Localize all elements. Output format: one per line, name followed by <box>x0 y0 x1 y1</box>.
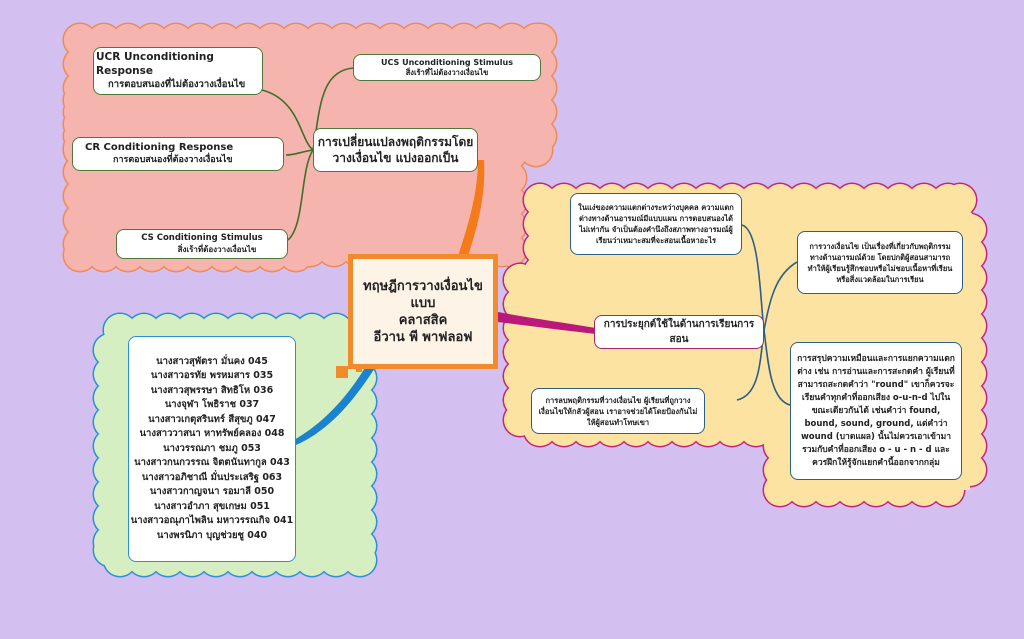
node-text: CS Conditioning Stimulus <box>141 233 263 243</box>
connector-center-to-application <box>498 312 596 334</box>
node-text: การประยุกต์ใช้ในด้านการเรียนการสอน <box>603 319 755 345</box>
node-cr[interactable]: CR Conditioning Response การตอบสนองที่ต้… <box>72 137 284 171</box>
member-name: นางสาวอรทัย พรหมสาร 035 <box>150 370 274 382</box>
node-cs[interactable]: CS Conditioning Stimulus สิ่งเร้าที่ต้อง… <box>116 229 288 259</box>
node-application-extinction[interactable]: การลบพฤติกรรมที่วางเงื่อนไข ผู้เรียนที่ถ… <box>531 388 705 434</box>
central-topic-text: ทฤษฎีการวางเงื่อนไขแบบ <box>363 278 483 311</box>
node-text: สิ่งเร้าที่ไม่ต้องวางเงื่อนไข <box>405 67 489 77</box>
member-name: นางสาวเกตุสรินทร์ สีสุขภู 047 <box>148 413 276 425</box>
node-ucr[interactable]: UCR Unconditioning Response การตอบสนองที… <box>93 47 263 95</box>
central-topic-text: คลาสสิค <box>398 312 448 328</box>
node-members[interactable]: นางสาวสุพัตรา มั่นคง 045 นางสาวอรทัย พรหม… <box>128 336 296 562</box>
node-application-individual[interactable]: ในแง่ของความแตกต่างระหว่างบุคคล ความแตกต… <box>570 193 742 255</box>
node-text: การเปลี่ยนแปลงพฤติกรรมโดย <box>317 135 474 149</box>
node-text: การตอบสนองที่ต้องวางเงื่อนไข <box>113 155 233 165</box>
member-name: นางสาวอภิชาณี มั่นประเสริฐ 063 <box>141 471 283 483</box>
node-application-generalization[interactable]: การสรุปความเหมือนและการแยกความแตกต่าง เช… <box>790 342 962 480</box>
member-name: นางสาวสุพรรษา สิทธิโห 036 <box>150 384 274 396</box>
node-text: การลบพฤติกรรมที่วางเงื่อนไข ผู้เรียนที่ถ… <box>538 395 698 427</box>
node-text: ในแง่ของความแตกต่างระหว่างบุคคล ความแตกต… <box>578 203 734 245</box>
connector-center-to-conditioning <box>458 160 485 256</box>
connector-center-to-members <box>294 356 380 445</box>
node-text: สิ่งเร้าที่ต้องวางเงื่อนไข <box>177 245 257 254</box>
node-text: การวางเงื่อนไข เป็นเรื่องที่เกี่ยวกับพฤต… <box>807 241 953 284</box>
node-text: CR Conditioning Response <box>85 142 234 153</box>
member-name: นางสาวอำภา สุขเกษม 051 <box>154 500 270 512</box>
member-name: นางสาววาสนา หาทรัพย์คลอง 048 <box>139 428 285 440</box>
node-application[interactable]: การประยุกต์ใช้ในด้านการเรียนการสอน <box>594 315 764 349</box>
member-name: นางสาวกาญจนา รอมาลี 050 <box>149 486 275 498</box>
node-conditioning[interactable]: การเปลี่ยนแปลงพฤติกรรมโดย วางเงื่อนไข แบ… <box>313 128 478 172</box>
node-ucs[interactable]: UCS Unconditioning Stimulus สิ่งเร้าที่ไ… <box>353 54 541 81</box>
member-name: นางพรนิภา บุญช่วยชู 040 <box>156 529 268 541</box>
member-name: นางสาวกนกวรรณ จิตตนันทากูล 043 <box>134 457 290 469</box>
node-text: UCR Unconditioning Response <box>96 51 214 77</box>
member-name: นางสาวสุพัตรา มั่นคง 045 <box>156 355 268 367</box>
node-text: การตอบสนองที่ไม่ต้องวางเงื่อนไข <box>108 79 246 90</box>
node-text: UCS Unconditioning Stimulus <box>381 57 513 67</box>
central-topic[interactable]: ทฤษฎีการวางเงื่อนไขแบบ คลาสสิค อีวาน พี … <box>348 254 498 369</box>
node-application-emotion[interactable]: การวางเงื่อนไข เป็นเรื่องที่เกี่ยวกับพฤต… <box>797 231 963 294</box>
members-list: นางสาวสุพัตรา มั่นคง 045 นางสาวอรทัย พรหม… <box>129 355 295 544</box>
node-text: การสรุปความเหมือนและการแยกความแตกต่าง เช… <box>797 353 955 468</box>
member-name: นางสาวอณุภาไพลิน มหาวรรณกิจ 041 <box>130 515 294 527</box>
member-name: นางวรรณภา ชมภู 053 <box>163 442 261 454</box>
member-name: นางจุฬา โพธิราช 037 <box>164 399 260 411</box>
central-topic-text: อีวาน พี พาฟลอฟ <box>373 329 473 345</box>
node-text: วางเงื่อนไข แบ่งออกเป็น <box>332 151 459 165</box>
